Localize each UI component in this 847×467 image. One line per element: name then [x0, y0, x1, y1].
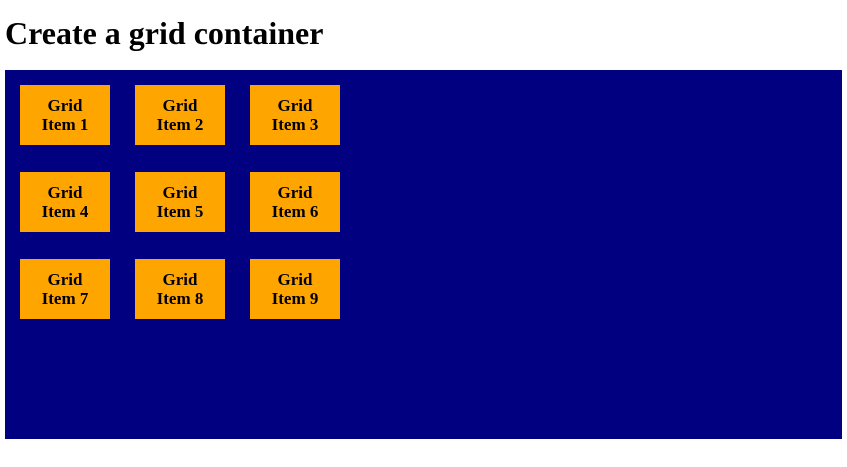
page-title: Create a grid container: [5, 15, 324, 51]
grid-item-7: Grid Item 7: [20, 259, 110, 319]
grid-item-8: Grid Item 8: [135, 259, 225, 319]
grid-item-1: Grid Item 1: [20, 85, 110, 145]
grid-container: Grid Item 1 Grid Item 2 Grid Item 3 Grid…: [5, 70, 842, 439]
grid-item-6: Grid Item 6: [250, 172, 340, 232]
grid-item-5: Grid Item 5: [135, 172, 225, 232]
grid-item-2: Grid Item 2: [135, 85, 225, 145]
grid-item-3: Grid Item 3: [250, 85, 340, 145]
grid-item-9: Grid Item 9: [250, 259, 340, 319]
grid-item-4: Grid Item 4: [20, 172, 110, 232]
